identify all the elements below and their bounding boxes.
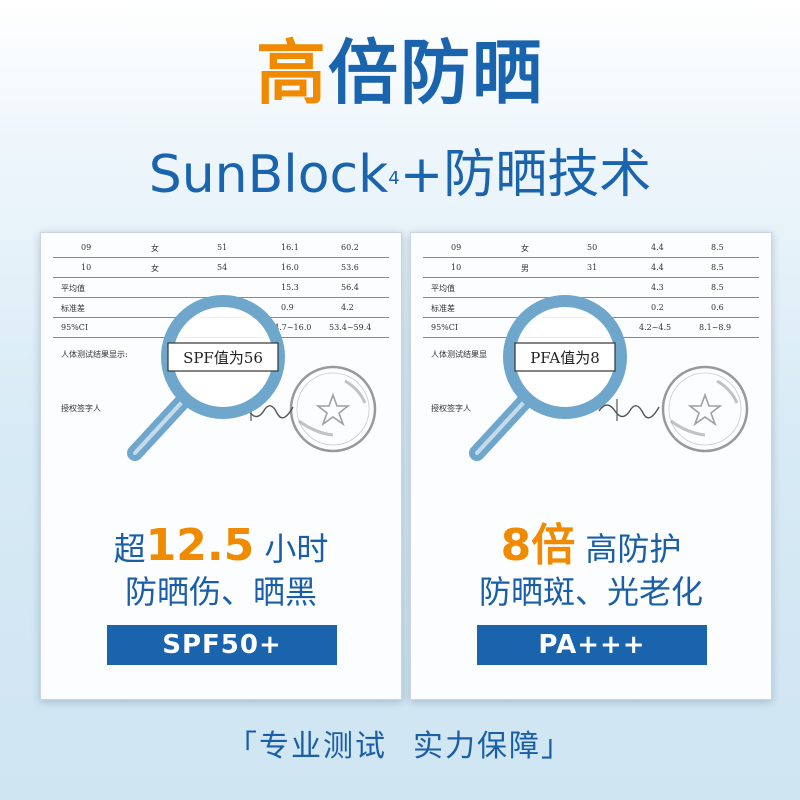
table-cell: 60.2: [341, 243, 359, 252]
table-row: 10 男 31 4.4 8.5: [429, 263, 753, 279]
table-row: 95%CI 4.2~4.5 8.1~8.9: [429, 323, 753, 339]
magnifier-icon: PFA值为8: [455, 293, 645, 477]
headline-main: 倍防晒: [328, 32, 544, 114]
table-rule: [423, 277, 759, 278]
table-cell: 男: [521, 264, 529, 273]
result-line: 人体测试结果显示:: [59, 349, 383, 365]
table-row: 标准差 0.9 4.2: [59, 303, 383, 319]
table-cell: 53.4~59.4: [329, 323, 372, 332]
subheadline-rest: +防晒技术: [399, 145, 652, 205]
signature-label: 授权签字人: [61, 404, 101, 413]
table-cell: 95%CI: [61, 323, 89, 332]
table-cell: 15.3: [281, 283, 299, 292]
table-cell: 50: [587, 243, 598, 252]
pa-badge: PA+++: [477, 625, 707, 665]
table-cell: 0.2: [651, 303, 664, 312]
table-rule: [53, 277, 389, 278]
magnifier-label: SPF值为56: [183, 349, 263, 367]
magnifier-label: PFA值为8: [530, 349, 600, 367]
duration-prefix: 超: [113, 530, 146, 568]
slogan-part-2: 实力保障: [413, 729, 541, 764]
table-cell: 标准差: [431, 304, 455, 313]
table-cell: 4.4: [651, 243, 664, 252]
footer-slogan: 「专业测试实力保障」: [0, 722, 800, 772]
subheadline-brand: SunBlock: [148, 145, 389, 205]
table-cell: 31: [587, 263, 598, 272]
table-cell: 10: [451, 263, 462, 272]
signature-scribble-icon: [597, 395, 667, 429]
slogan-part-1: 专业测试: [259, 729, 387, 764]
table-row: 09 女 50 4.4 8.5: [429, 243, 753, 259]
result-line: 人体测试结果显: [429, 349, 753, 365]
close-bracket: 」: [541, 729, 573, 764]
subheadline-superscript: 4: [388, 168, 400, 189]
table-cell: 平均值: [431, 284, 455, 293]
table-cell: 16.1: [281, 243, 299, 252]
table-cell: 14.7~16.0: [269, 323, 312, 332]
table-cell: 51: [217, 243, 228, 252]
table-cell: 16.0: [281, 263, 299, 272]
subheadline: SunBlock4+防晒技术: [0, 140, 800, 210]
test-report-panel-spf: 09 女 51 16.1 60.2 10 女 54 16.0 53.6 平均值 …: [40, 232, 402, 700]
table-cell: 09: [451, 243, 462, 252]
signature-label: 授权签字人: [431, 404, 471, 413]
table-cell: 4.2: [341, 303, 354, 312]
table-cell: 54: [217, 263, 228, 272]
magnifier-icon: SPF值为56: [113, 293, 303, 477]
table-cell: 8.1~8.9: [699, 323, 732, 332]
table-cell: 女: [151, 244, 159, 253]
table-cell: 平均值: [61, 284, 85, 293]
table-cell: 95%CI: [431, 323, 459, 332]
table-cell: 4.4: [651, 263, 664, 272]
table-cell: 09: [81, 243, 92, 252]
headline: 高倍防晒: [0, 28, 800, 118]
open-bracket: 「: [227, 729, 259, 764]
table-cell: 8.5: [711, 243, 724, 252]
headline-accent: 高: [256, 32, 328, 114]
table-row: 95%CI 14.7~16.0 53.4~59.4: [59, 323, 383, 339]
signature-line: 授权签字人: [429, 403, 753, 419]
table-cell: 4.3: [651, 283, 664, 292]
table-row: 平均值 4.3 8.5: [429, 283, 753, 299]
protection-number: 8倍: [500, 520, 576, 571]
official-seal-icon: [657, 361, 753, 461]
table-cell: 8.5: [711, 283, 724, 292]
duration-claim: 超12.5 小时: [41, 521, 401, 574]
protection-unit: 高防护: [585, 530, 682, 568]
table-cell: 0.6: [711, 303, 724, 312]
table-row: 标准差 0.2 0.6: [429, 303, 753, 319]
table-rule: [423, 257, 759, 258]
table-cell: 标准差: [61, 304, 85, 313]
benefit-text: 防晒斑、光老化: [478, 573, 703, 611]
table-rule: [53, 257, 389, 258]
table-rule: [423, 297, 759, 298]
duration-number: 12.5: [145, 520, 255, 571]
table-cell: 女: [521, 244, 529, 253]
signature-line: 授权签字人: [59, 403, 383, 419]
table-row: 09 女 51 16.1 60.2: [59, 243, 383, 259]
spf-badge: SPF50+: [107, 625, 337, 665]
result-text: 人体测试结果显: [431, 350, 487, 359]
table-cell: 女: [151, 264, 159, 273]
table-row: 平均值 15.3 56.4: [59, 283, 383, 299]
table-cell: 10: [81, 263, 92, 272]
test-report-panel-pa: 09 女 50 4.4 8.5 10 男 31 4.4 8.5 平均值 4.3 …: [410, 232, 772, 700]
table-row: 10 女 54 16.0 53.6: [59, 263, 383, 279]
duration-unit: 小时: [264, 530, 329, 568]
protection-claim: 8倍 高防护: [411, 521, 771, 574]
table-cell: 4.2~4.5: [639, 323, 672, 332]
table-cell: 8.5: [711, 263, 724, 272]
table-cell: 53.6: [341, 263, 359, 272]
table-cell: 56.4: [341, 283, 359, 292]
result-text: 人体测试结果显示:: [61, 350, 128, 359]
benefit-text: 防晒伤、晒黑: [124, 573, 317, 611]
table-cell: 0.9: [281, 303, 294, 312]
official-seal-icon: [285, 361, 381, 461]
